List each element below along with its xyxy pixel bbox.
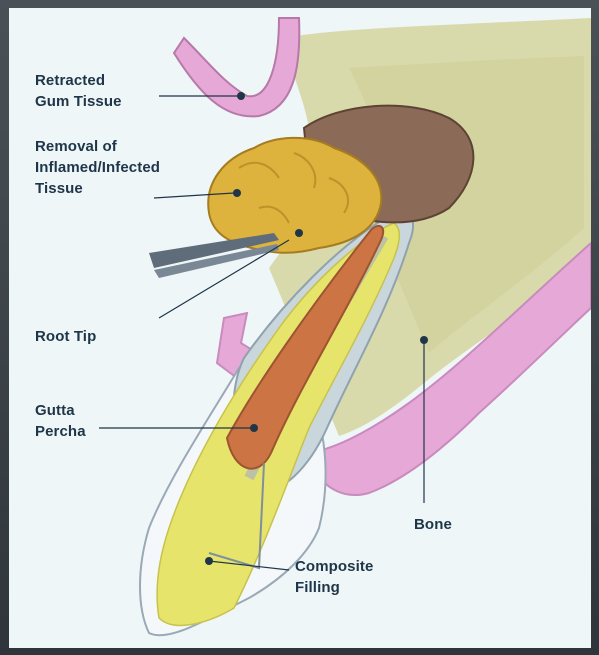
label-gutta-percha: Gutta Percha [35,400,86,442]
retracted-gum-flap [174,18,299,116]
label-removal-of-infected-tissue: Removal of Inflamed/Infected Tissue [35,136,160,199]
diagram-panel: Retracted Gum Tissue Removal of Inflamed… [9,8,591,648]
label-bone: Bone [414,514,452,535]
label-composite-filling: Composite Filling [295,556,373,598]
label-root-tip: Root Tip [35,326,96,347]
label-retracted-gum-tissue: Retracted Gum Tissue [35,70,122,112]
